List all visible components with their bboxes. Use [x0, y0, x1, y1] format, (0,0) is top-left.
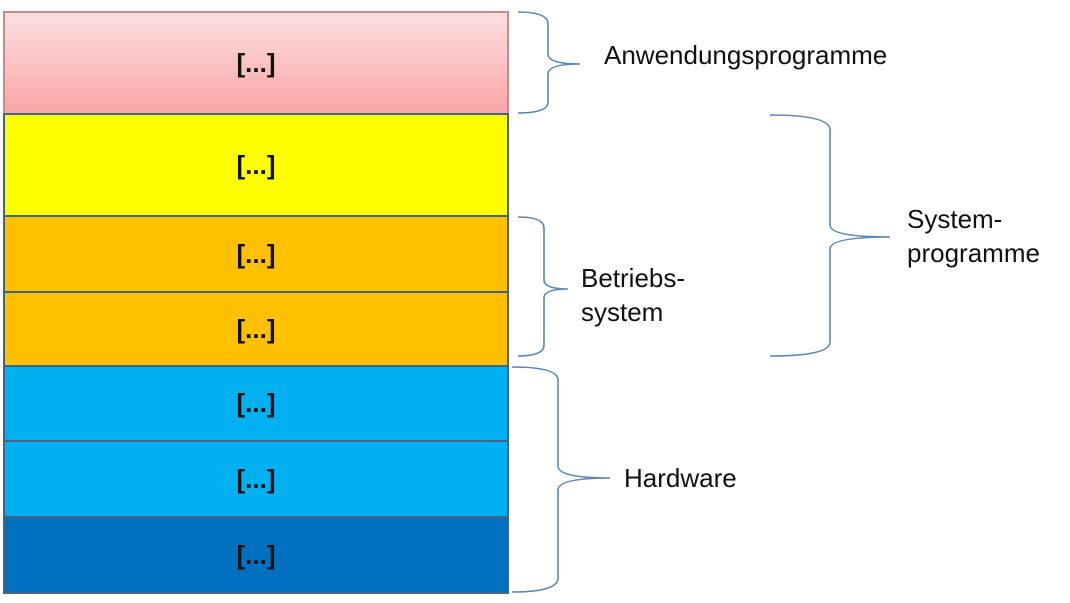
- layer-label: [...]: [236, 539, 276, 570]
- layer-hardware-lower: [...]: [3, 516, 509, 594]
- group-label-systemprogramme-line2: programme: [907, 238, 1040, 268]
- layer-label: [...]: [236, 149, 276, 180]
- layer-label: [...]: [236, 463, 276, 494]
- layer-application: [...]: [3, 11, 509, 115]
- layer-os-upper: [...]: [3, 215, 509, 293]
- group-label-systemprogramme-line1: System-: [907, 204, 1003, 234]
- group-label-betriebssystem-line2: system: [581, 297, 664, 327]
- brace-betriebssystem: [517, 216, 569, 357]
- layer-label: [...]: [236, 388, 276, 418]
- brace-systemprogramme: [769, 114, 891, 357]
- layer-os-lower: [...]: [3, 291, 509, 367]
- layer-label: [...]: [236, 47, 276, 78]
- group-label-hardware: Hardware: [624, 463, 737, 493]
- layer-label: [...]: [236, 238, 276, 269]
- brace-anwendungsprogramme: [517, 11, 581, 114]
- layer-label: [...]: [236, 313, 276, 344]
- brace-hardware: [511, 366, 611, 593]
- layer-hardware-upper: [...]: [3, 365, 509, 442]
- layer-hardware-middle: [...]: [3, 440, 509, 518]
- group-label-anwendungsprogramme: Anwendungsprogramme: [604, 40, 888, 70]
- group-label-betriebssystem-line1: Betriebs-: [581, 263, 686, 293]
